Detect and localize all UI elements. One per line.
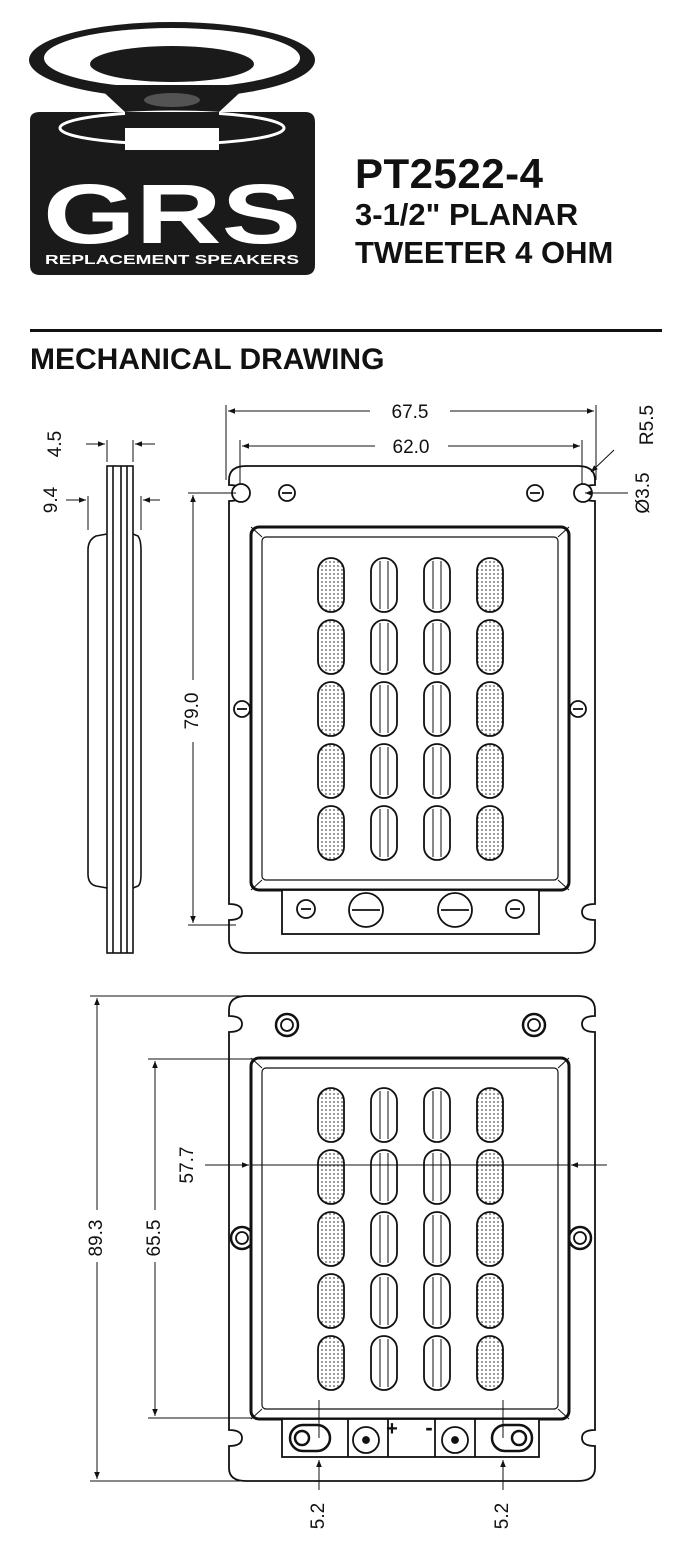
mesh-slot bbox=[317, 743, 345, 799]
open-slot bbox=[370, 619, 398, 675]
product-description-line-2: TWEETER 4 OHM bbox=[355, 235, 614, 270]
dim-overall-width: 67.5 bbox=[392, 402, 429, 423]
open-slot bbox=[423, 1149, 451, 1205]
section-title: MECHANICAL DRAWING bbox=[30, 343, 385, 376]
mesh-slot bbox=[476, 1149, 504, 1205]
dim-overall-height: 89.3 bbox=[86, 1220, 107, 1257]
open-slot bbox=[370, 557, 398, 613]
dim-terminal-left: 5.2 bbox=[308, 1503, 329, 1529]
open-slot bbox=[370, 1087, 398, 1143]
mesh-slot bbox=[476, 743, 504, 799]
open-slot bbox=[423, 805, 451, 861]
speaker-cone-icon bbox=[29, 22, 315, 114]
dim-side-thickness: 4.5 bbox=[45, 431, 66, 457]
terminal-positive-label: + bbox=[386, 1418, 398, 1440]
product-description-line-1: 3-1/2" PLANAR bbox=[355, 197, 579, 232]
open-slot bbox=[423, 619, 451, 675]
dim-hole-height: 79.0 bbox=[182, 693, 203, 730]
open-slot bbox=[370, 805, 398, 861]
mesh-slot bbox=[317, 1211, 345, 1267]
mesh-slot bbox=[476, 1087, 504, 1143]
open-slot bbox=[370, 681, 398, 737]
open-slot bbox=[423, 681, 451, 737]
mesh-slot bbox=[476, 557, 504, 613]
open-slot bbox=[370, 1149, 398, 1205]
open-slot bbox=[370, 1273, 398, 1329]
mesh-slot bbox=[317, 619, 345, 675]
open-slot bbox=[423, 1273, 451, 1329]
open-slot bbox=[370, 1335, 398, 1391]
dim-hole-diameter: Ø3.5 bbox=[633, 472, 654, 513]
dim-center-offset: 57.7 bbox=[177, 1147, 198, 1184]
terminal-negative-label: - bbox=[425, 1415, 432, 1440]
open-slot bbox=[423, 1211, 451, 1267]
dim-terminal-right: 5.2 bbox=[492, 1503, 513, 1529]
open-slot bbox=[423, 743, 451, 799]
grs-logo: GRS REPLACEMENT SPEAKERS bbox=[29, 22, 315, 275]
dim-corner-radius: R5.5 bbox=[637, 405, 658, 445]
mesh-slot bbox=[317, 1087, 345, 1143]
product-model: PT2522-4 bbox=[355, 150, 544, 197]
dim-hole-spacing: 62.0 bbox=[393, 437, 430, 458]
open-slot bbox=[423, 557, 451, 613]
header: GRS REPLACEMENT SPEAKERS bbox=[0, 0, 673, 300]
side-view bbox=[66, 440, 160, 954]
open-slot bbox=[370, 1211, 398, 1267]
mesh-slot bbox=[317, 805, 345, 861]
divider bbox=[30, 329, 662, 332]
open-slot bbox=[423, 1087, 451, 1143]
grille-slots-top bbox=[317, 557, 504, 861]
mesh-slot bbox=[476, 1273, 504, 1329]
grille-slots-bottom bbox=[317, 1087, 504, 1391]
brand-name: GRS bbox=[43, 167, 301, 261]
mesh-slot bbox=[476, 681, 504, 737]
front-view-top bbox=[228, 465, 596, 954]
mesh-slot bbox=[317, 1149, 345, 1205]
dim-grille-height: 65.5 bbox=[144, 1220, 165, 1257]
mesh-slot bbox=[317, 1273, 345, 1329]
mesh-slot bbox=[476, 619, 504, 675]
brand-tagline: REPLACEMENT SPEAKERS bbox=[45, 252, 299, 267]
front-view-bottom bbox=[228, 995, 596, 1482]
mesh-slot bbox=[317, 557, 345, 613]
mesh-slot bbox=[476, 1335, 504, 1391]
mesh-slot bbox=[476, 1211, 504, 1267]
open-slot bbox=[370, 743, 398, 799]
mesh-slot bbox=[476, 805, 504, 861]
dim-side-depth: 9.4 bbox=[41, 486, 62, 513]
open-slot bbox=[423, 1335, 451, 1391]
mesh-slot bbox=[317, 681, 345, 737]
mesh-slot bbox=[317, 1335, 345, 1391]
